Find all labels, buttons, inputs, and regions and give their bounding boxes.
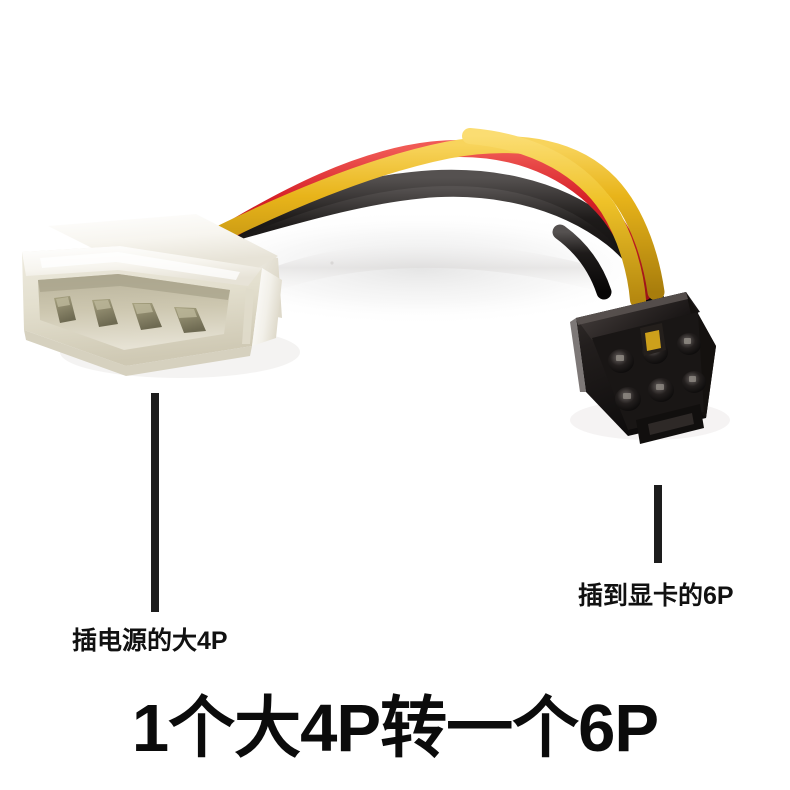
pointer-line-right — [654, 485, 662, 563]
caption-right-6pin: 插到显卡的6P — [578, 582, 734, 610]
pcie-pin-holes — [608, 333, 706, 411]
wire-bundle — [191, 128, 665, 309]
black-wire-tail — [552, 224, 612, 300]
pcie-6pin-connector — [570, 292, 716, 444]
molex-pins — [54, 296, 206, 333]
yellow-wire-inner — [462, 128, 646, 308]
caption-left-4pin: 插电源的大4P — [72, 627, 228, 655]
molex-4pin-connector — [22, 214, 282, 376]
pointer-line-left — [151, 393, 159, 612]
headline-title: 1个大4P转一个6P — [131, 691, 659, 766]
